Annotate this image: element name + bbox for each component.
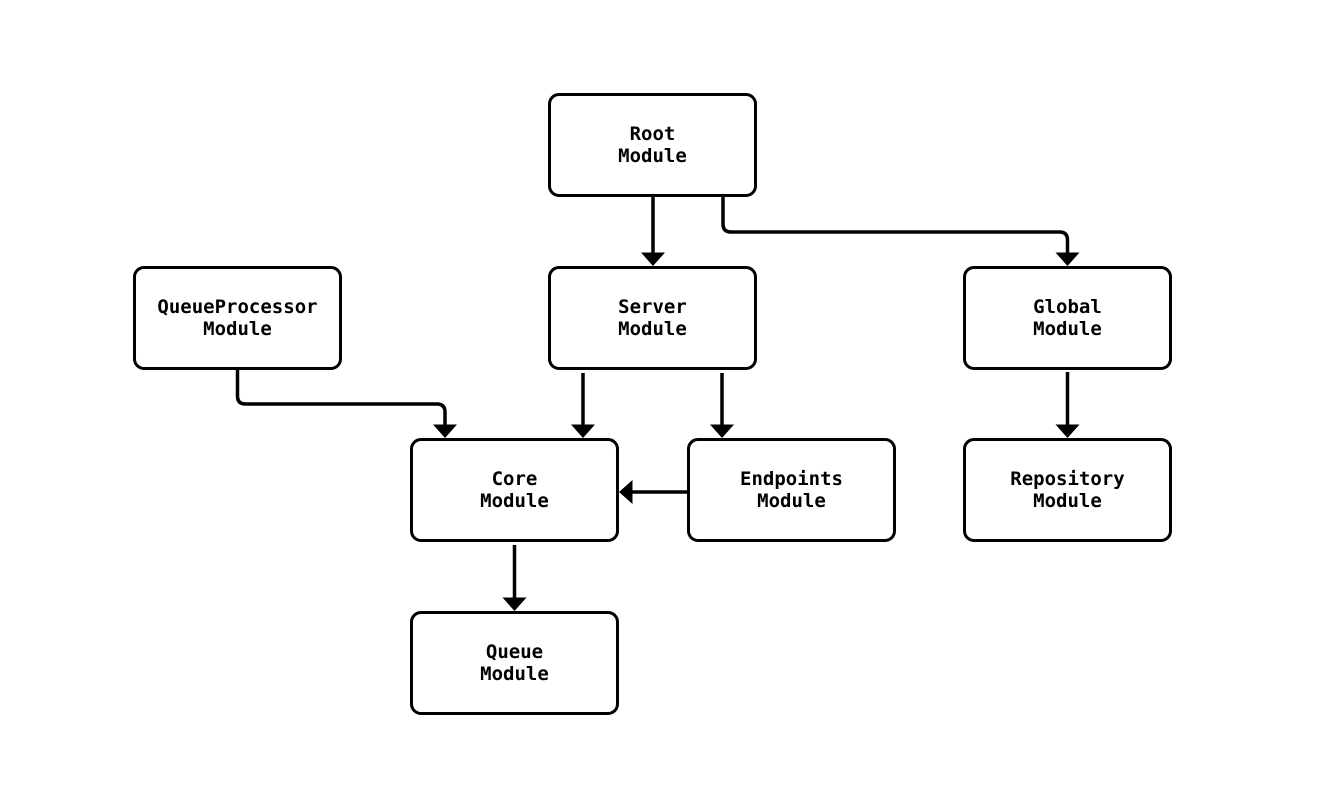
node-endpoints-module: Endpoints Module: [687, 438, 896, 542]
node-queue-module: Queue Module: [410, 611, 619, 715]
edge-root-to-global: [721, 197, 1080, 266]
node-label: Server Module: [618, 296, 687, 340]
node-root-module: Root Module: [548, 93, 757, 197]
node-label: Repository Module: [1010, 468, 1125, 512]
arrowhead-down-icon: [1055, 424, 1080, 438]
arrowhead-down-icon: [710, 424, 734, 438]
arrowhead-down-icon: [433, 424, 457, 438]
edge-global-to-repository: [1055, 372, 1080, 438]
node-server-module: Server Module: [548, 266, 757, 370]
edge-queueprocessor-to-core: [235, 370, 457, 438]
node-repository-module: Repository Module: [963, 438, 1172, 542]
arrowhead-down-icon: [571, 424, 595, 438]
edge-line: [235, 370, 447, 425]
arrowhead-down-icon: [502, 597, 527, 611]
node-core-module: Core Module: [410, 438, 619, 542]
arrowhead-down-icon: [641, 252, 665, 266]
node-label: Root Module: [618, 123, 687, 167]
arrowhead-left-icon: [619, 480, 633, 504]
node-global-module: Global Module: [963, 266, 1172, 370]
edge-root-to-server: [641, 197, 665, 266]
node-queueprocessor-module: QueueProcessor Module: [133, 266, 342, 370]
node-label: QueueProcessor Module: [157, 296, 318, 340]
arrowhead-down-icon: [1055, 252, 1080, 266]
edge-server-to-endpoints: [710, 373, 734, 438]
node-label: Global Module: [1033, 296, 1102, 340]
node-label: Core Module: [480, 468, 549, 512]
edge-endpoints-to-core: [619, 480, 687, 504]
edge-core-to-queue: [502, 545, 527, 611]
edge-line: [721, 197, 1070, 253]
edge-server-to-core: [571, 373, 595, 438]
node-label: Queue Module: [480, 641, 549, 685]
node-label: Endpoints Module: [740, 468, 843, 512]
